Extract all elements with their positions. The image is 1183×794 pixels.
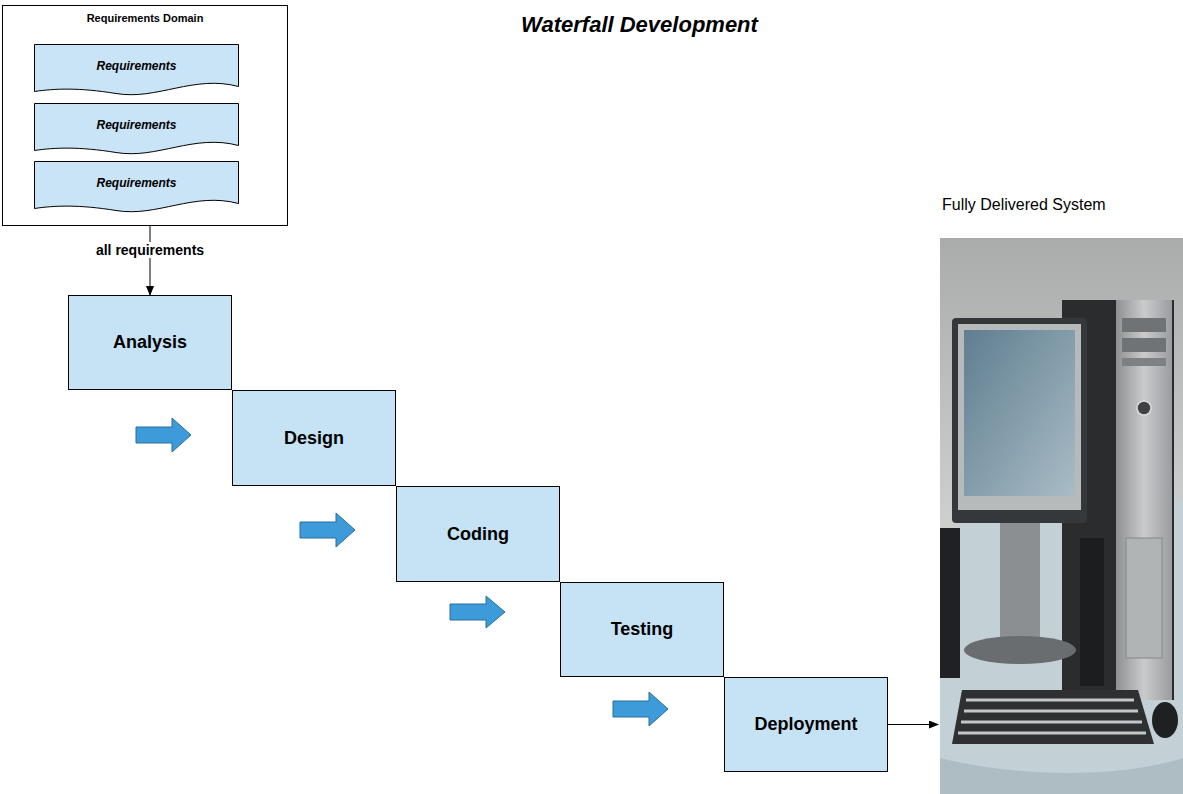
monitor-frame	[952, 318, 1087, 523]
node-label: Requirements	[34, 103, 239, 132]
monitor-base	[964, 636, 1076, 664]
photo-background	[940, 238, 1183, 794]
monitor-bezel	[958, 324, 1081, 510]
speaker	[1080, 538, 1104, 686]
table-edge	[940, 758, 1183, 794]
node-label: Requirements	[34, 161, 239, 190]
monitor-neck	[1000, 523, 1040, 645]
monitor-screen	[964, 330, 1075, 496]
node-label: Deployment	[754, 714, 857, 735]
computer-illustration	[940, 238, 1183, 794]
flow-connector	[888, 724, 938, 725]
node-label: Design	[284, 428, 344, 449]
block-arrow	[300, 513, 355, 547]
drive-bay	[1122, 358, 1166, 366]
process-box: Deployment	[724, 677, 888, 772]
process-box: Design	[232, 390, 396, 486]
keyboard-keys	[958, 700, 1146, 733]
table-top	[940, 494, 1183, 794]
drive-bay	[1122, 318, 1166, 332]
front-panel	[1126, 538, 1162, 658]
edge-label: all requirements	[93, 242, 207, 258]
document-shape: Requirements	[34, 161, 239, 214]
document-wave	[35, 104, 239, 154]
domain-heading: Requirements Domain	[3, 12, 287, 24]
document-shape: Requirements	[34, 103, 239, 156]
drive-bay	[1122, 338, 1166, 352]
diagram-title: Waterfall Development	[0, 12, 1183, 38]
block-arrow	[450, 596, 505, 628]
process-box: Coding	[396, 486, 560, 582]
node-label: Testing	[611, 619, 674, 640]
delivered-system: Fully Delivered System	[938, 190, 1182, 794]
document-wave	[35, 162, 239, 212]
process-box: Testing	[560, 582, 724, 677]
keyboard	[952, 690, 1154, 744]
tower-front	[1116, 300, 1172, 700]
domain-box: Requirements DomainRequirementsRequireme…	[2, 5, 288, 226]
power-button	[1137, 401, 1151, 415]
flow-connector	[150, 226, 151, 295]
speaker	[940, 528, 960, 678]
document-shape: Requirements	[34, 44, 239, 97]
node-label: Requirements	[34, 44, 239, 73]
node-label: Coding	[447, 524, 509, 545]
node-label: Analysis	[113, 332, 187, 353]
block-arrow	[136, 418, 191, 452]
block-arrow	[613, 692, 668, 726]
system-heading: Fully Delivered System	[942, 196, 1182, 214]
mouse	[1152, 702, 1178, 738]
document-wave	[35, 45, 239, 95]
process-box: Analysis	[68, 295, 232, 390]
